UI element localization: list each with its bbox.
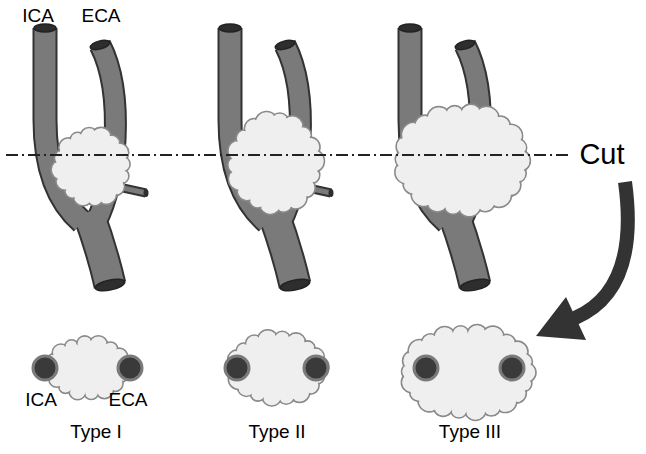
tumor-lobe [225,356,249,380]
cut-label: Cut [576,139,627,171]
type-label: Type I [70,422,122,443]
tumor-mass [228,112,325,215]
tumor-lobe [118,356,142,380]
vessel-label: ICA [25,390,57,411]
vessel-label: ECA [108,390,147,411]
tumor-mass [51,127,130,205]
tumor-lobe [500,356,524,380]
vessel-label: ECA [81,6,120,27]
tumor-mass [401,324,536,420]
tumor-lobe [414,356,438,380]
type-label: Type III [439,422,501,443]
tumor-lobe [33,356,57,380]
tumor-mass [395,104,531,217]
type-label: Type II [248,422,305,443]
tumor-lobe [304,356,328,380]
vessel-label: ICA [22,6,54,27]
